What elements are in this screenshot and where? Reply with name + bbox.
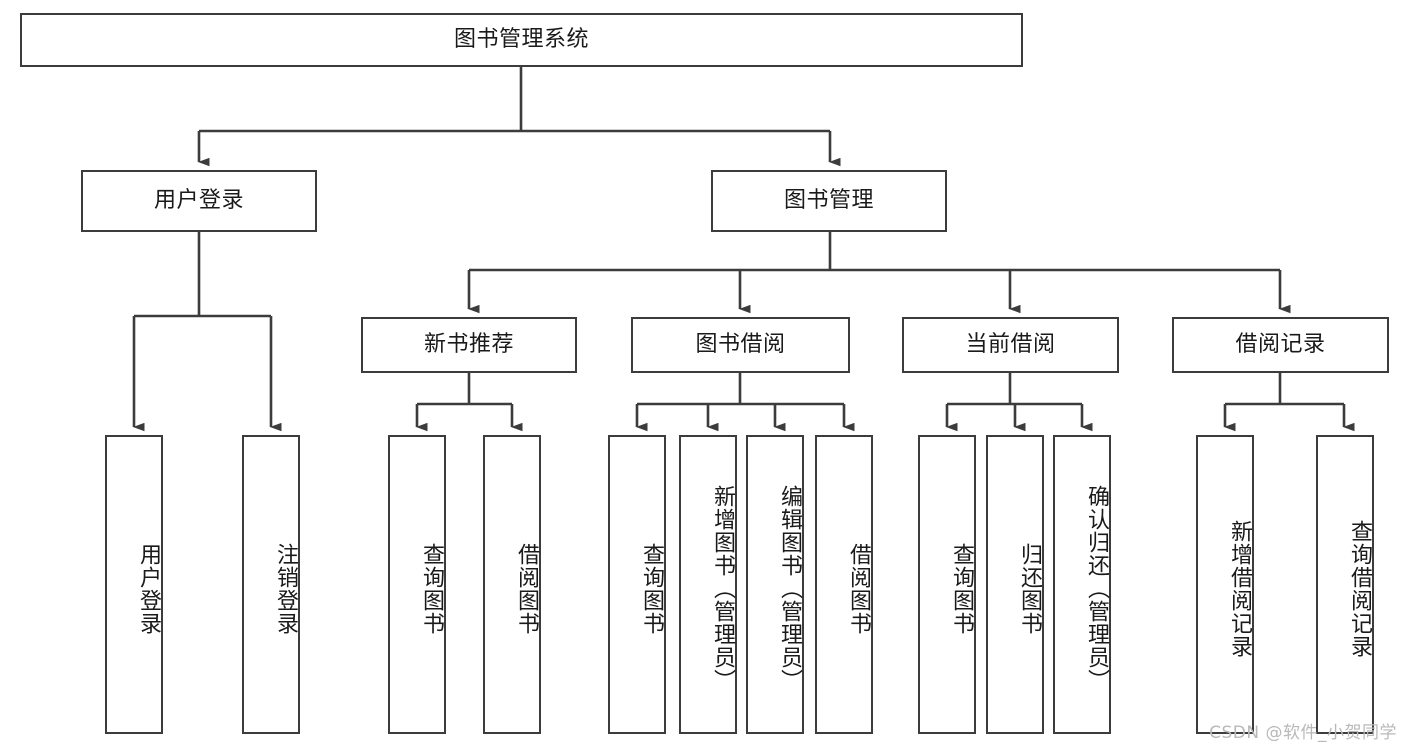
node-label: 新增图书（管理员） <box>710 485 735 692</box>
leaf-book-borrow-borrow-book[interactable]: 借阅图书 <box>815 435 873 734</box>
node-label: 新增借阅记录 <box>1227 519 1252 658</box>
node-user-login[interactable]: 用户登录 <box>81 170 317 232</box>
leaf-new-book-borrow-book[interactable]: 借阅图书 <box>483 435 541 734</box>
node-label: 用户登录 <box>153 187 244 213</box>
node-label: 借阅记录 <box>1235 331 1326 357</box>
node-label: 查询图书 <box>419 542 444 635</box>
node-label: 当前借阅 <box>965 331 1056 357</box>
node-label: 借阅图书 <box>846 542 871 635</box>
node-label: 查询借阅记录 <box>1347 519 1372 658</box>
node-label: 编辑图书（管理员） <box>777 485 802 692</box>
leaf-user-login-login[interactable]: 用户登录 <box>105 435 163 734</box>
leaf-current-borrow-query-book[interactable]: 查询图书 <box>918 435 976 734</box>
node-label: 借阅图书 <box>514 542 539 635</box>
leaf-borrow-record-add-record[interactable]: 新增借阅记录 <box>1196 435 1254 734</box>
node-label: 图书借阅 <box>695 331 786 357</box>
node-label: 归还图书 <box>1017 542 1042 635</box>
leaf-book-borrow-add-book-admin[interactable]: 新增图书（管理员） <box>679 435 737 734</box>
leaf-current-borrow-confirm-return-admin[interactable]: 确认归还（管理员） <box>1053 435 1111 734</box>
node-label: 查询图书 <box>949 542 974 635</box>
node-book-borrow[interactable]: 图书借阅 <box>631 317 850 373</box>
node-label: 查询图书 <box>639 542 664 635</box>
node-book-management[interactable]: 图书管理 <box>711 170 947 232</box>
leaf-current-borrow-return-book[interactable]: 归还图书 <box>986 435 1044 734</box>
node-label: 注销登录 <box>273 542 298 635</box>
node-label: 图书管理 <box>783 187 874 213</box>
node-root-book-management-system[interactable]: 图书管理系统 <box>20 13 1023 67</box>
watermark: CSDN @软件_小贺同学 <box>1209 723 1397 743</box>
node-new-book-recommend[interactable]: 新书推荐 <box>361 317 577 373</box>
node-current-borrow[interactable]: 当前借阅 <box>902 317 1119 373</box>
node-borrow-record[interactable]: 借阅记录 <box>1172 317 1389 373</box>
node-label: 新书推荐 <box>423 331 514 357</box>
node-label: 图书管理系统 <box>453 26 589 52</box>
node-label: 确认归还（管理员） <box>1084 485 1109 692</box>
leaf-borrow-record-query-record[interactable]: 查询借阅记录 <box>1316 435 1374 734</box>
leaf-book-borrow-edit-book-admin[interactable]: 编辑图书（管理员） <box>746 435 804 734</box>
leaf-new-book-query-book[interactable]: 查询图书 <box>388 435 446 734</box>
node-label: 用户登录 <box>136 542 161 635</box>
leaf-book-borrow-query-book[interactable]: 查询图书 <box>608 435 666 734</box>
leaf-user-login-logout[interactable]: 注销登录 <box>242 435 300 734</box>
